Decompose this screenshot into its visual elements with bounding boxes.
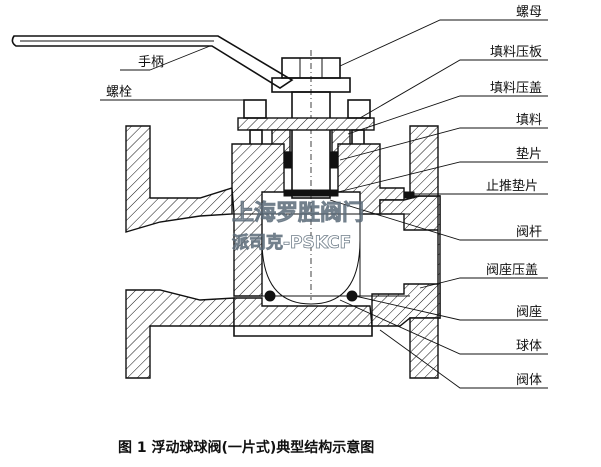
gland-plate — [237, 99, 375, 147]
watermark: 上海罗胜阀门 派司克-PSKCF — [232, 200, 365, 254]
label-gland-plate: 填料压板 — [490, 45, 542, 60]
label-ball: 球体 — [516, 339, 542, 354]
body-section — [125, 125, 441, 379]
label-handle: 手柄 — [138, 55, 164, 70]
figure-caption: 图 1 浮动球球阀(一片式)典型结构示意图 — [118, 439, 374, 456]
watermark-line2: 派司克-PSKCF — [232, 232, 351, 253]
stem — [291, 50, 331, 300]
label-nut: 螺母 — [516, 5, 542, 20]
label-packing: 填料 — [516, 113, 542, 128]
label-stem: 阀杆 — [516, 225, 542, 240]
watermark-line1: 上海罗胜阀门 — [232, 200, 364, 226]
handle — [11, 35, 294, 89]
label-gland: 填料压盖 — [490, 81, 542, 96]
thrust-washer — [403, 191, 415, 199]
label-bolt: 螺栓 — [106, 85, 132, 100]
labels: 螺母 手柄 螺栓 填料压板 填料压盖 填料 垫片 止推垫片 阀杆 阀座压盖 阀座… — [106, 5, 542, 388]
label-seat-cover: 阀座压盖 — [486, 263, 538, 278]
label-body: 阀体 — [516, 373, 542, 388]
label-seat: 阀座 — [516, 305, 542, 320]
label-thrust-washer: 止推垫片 — [486, 178, 538, 194]
bottom-extension — [233, 326, 373, 337]
label-gasket: 垫片 — [516, 146, 542, 162]
leader-lines — [100, 19, 548, 389]
ball — [261, 189, 361, 305]
